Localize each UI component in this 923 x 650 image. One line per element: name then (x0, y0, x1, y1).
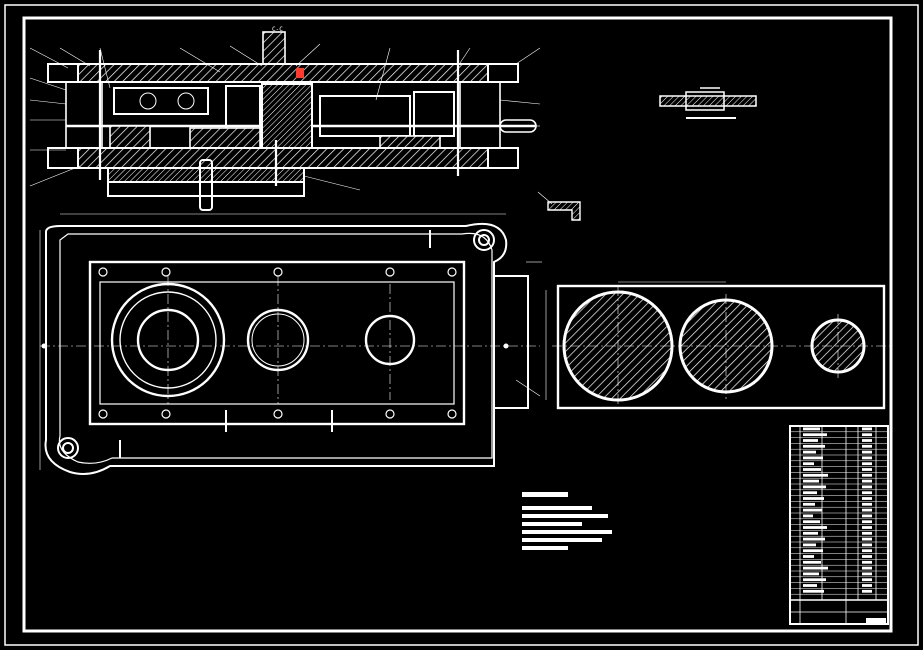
bom-cell-text (862, 468, 872, 471)
bom-cell-text (862, 584, 872, 587)
outer-border (4, 4, 919, 646)
bom-cell-text (862, 439, 872, 442)
bom-cell-text (803, 433, 827, 437)
bom-cell-text (862, 543, 872, 547)
bom-cell-text (803, 468, 821, 471)
detail-bracket-view (537, 191, 581, 221)
bom-cell-text (803, 537, 825, 541)
bom-cell-text (803, 560, 821, 564)
plan-view (39, 213, 547, 475)
bom-cell-text (862, 450, 872, 454)
bom-cell-text (862, 485, 872, 489)
bom-cell-text (803, 566, 828, 570)
bom-cell-text (803, 572, 819, 576)
bom-cell-text (862, 560, 872, 564)
detail-part-view (659, 87, 757, 119)
technical-notes (522, 492, 612, 550)
bom-cell-text (803, 462, 814, 466)
bom-cell-text (803, 502, 815, 506)
bom-cell-text (803, 520, 820, 524)
centerline-marker-left (41, 343, 47, 349)
bom-cell-text (862, 578, 872, 582)
bom-cell-text (803, 526, 827, 529)
bom-cell-text (803, 531, 818, 535)
accent-mark (296, 68, 304, 78)
bom-cell-text (862, 508, 872, 512)
section-view: C-C (29, 26, 541, 211)
bom-cell-text (862, 433, 872, 437)
bom-cell-text (862, 526, 872, 529)
bom-cell-text (862, 473, 872, 477)
bom-cell-text (862, 531, 872, 535)
bom-cell-text (803, 549, 823, 553)
bom-cell-text (862, 549, 872, 553)
bom-cell-text (862, 566, 872, 570)
bom-cell-text (862, 427, 872, 431)
bom-cell-text (862, 491, 872, 495)
bom-cell-text (803, 439, 818, 442)
bom-cell-text (803, 450, 816, 454)
bom-cell-text (862, 497, 872, 500)
bom-cell-text (862, 462, 872, 466)
bom-cell-text (803, 514, 813, 518)
bom-cell-text (803, 491, 817, 495)
bom-cell-text (803, 473, 828, 477)
inner-frame (22, 16, 893, 633)
bom-cell-text (803, 479, 819, 483)
bom-cell-text (803, 584, 817, 587)
centerline-marker-right (503, 343, 509, 349)
bom-cell-text (862, 572, 872, 576)
bom-cell-text (862, 589, 872, 593)
bom-cell-text (803, 589, 824, 593)
bom-cell-text (862, 502, 872, 506)
section-label: C-C (272, 26, 283, 33)
bom-cell-text (803, 555, 814, 558)
bom-cell-text (803, 456, 823, 460)
bom-cell-text (803, 485, 826, 489)
bom-cell-text (862, 444, 872, 448)
gear-side-view (552, 281, 890, 410)
bom-cell-text (862, 537, 872, 541)
bom-cell-text (803, 508, 822, 512)
bom-cell-text (862, 456, 872, 460)
bom-cell-text (803, 444, 825, 448)
bom-cell-text (803, 497, 824, 500)
bom-cell-text (862, 514, 872, 518)
bom-cell-text (803, 578, 826, 582)
bom-cell-text (803, 543, 816, 547)
bill-of-materials (789, 425, 889, 625)
bom-cell-text (862, 555, 872, 558)
bom-cell-text (862, 479, 872, 483)
bom-cell-text (862, 520, 872, 524)
bom-cell-text (803, 427, 820, 431)
